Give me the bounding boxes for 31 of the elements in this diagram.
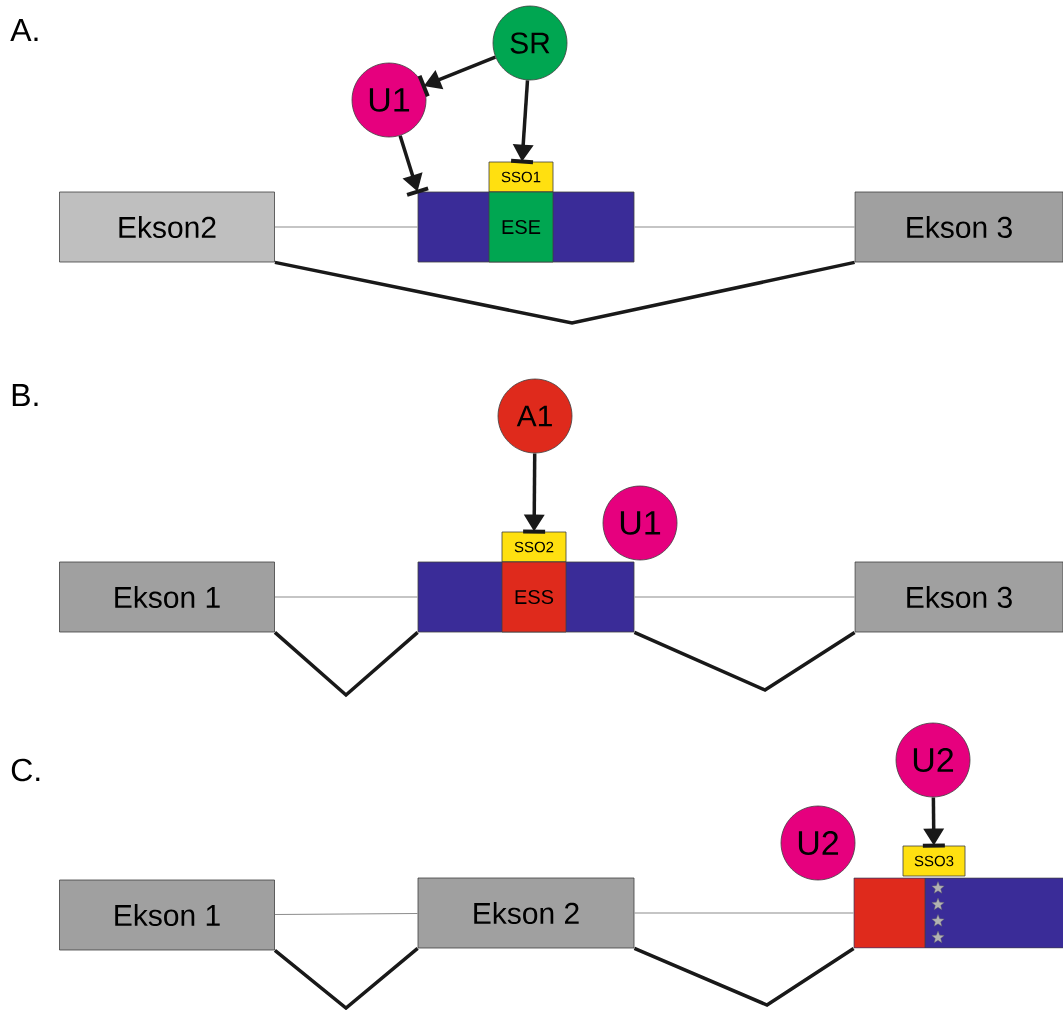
inhibition-arrow (417, 55, 496, 97)
exon-box: Ekson 3 (854, 191, 1063, 263)
oligo-box: SSO3 (902, 845, 966, 877)
exon-box (853, 877, 1063, 949)
intron-line (633, 912, 855, 914)
oligo-box: SSO1 (488, 161, 554, 193)
splice-line (273, 631, 419, 698)
splice-line (274, 260, 855, 325)
panel-label: C. (11, 758, 40, 782)
intron-line (274, 913, 419, 915)
intron-line (633, 226, 856, 228)
oligo-box: SSO2 (501, 531, 567, 563)
intron-line (274, 226, 419, 228)
exon-box: Ekson2 (59, 191, 275, 263)
panel-label: B. (12, 384, 38, 406)
exon-box: Ekson 2 (417, 877, 635, 949)
panel-label: A. (10, 19, 38, 41)
element-box: ESS (501, 561, 567, 633)
intron-line (633, 596, 856, 598)
splice-line (633, 946, 855, 1007)
splice-line (633, 630, 856, 692)
inhibition-arrow (398, 135, 429, 197)
exon-box: Ekson 1 (59, 879, 275, 951)
exon-box: Ekson 1 (59, 561, 275, 633)
inhibition-arrow (523, 453, 546, 534)
splice-line (273, 947, 419, 1010)
intron-line (274, 596, 419, 598)
element-box: ESE (488, 191, 554, 263)
inhibition-arrow (510, 80, 534, 165)
exon-box: Ekson 3 (854, 561, 1063, 633)
inhibition-arrow (922, 797, 945, 848)
